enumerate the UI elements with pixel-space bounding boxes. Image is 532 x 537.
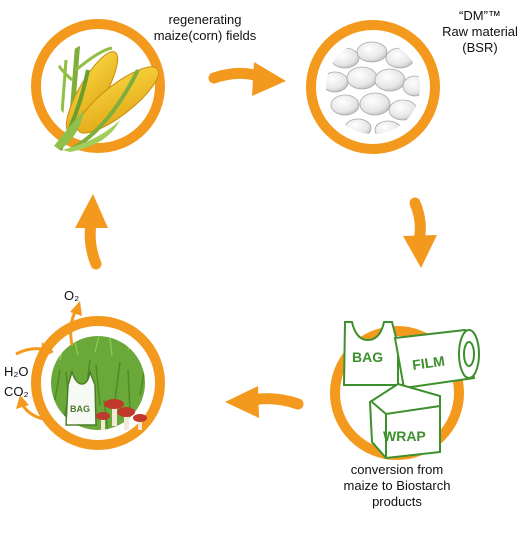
co2-arrow-icon	[16, 395, 51, 422]
products-caption-line-3: products	[372, 494, 422, 509]
film-label: FILM	[411, 353, 446, 373]
gas-arrows	[15, 301, 82, 422]
co2-label: CO₂	[4, 384, 29, 399]
wrap-icon: WRAP	[368, 382, 441, 460]
compost-bag-icon: BAG	[65, 369, 97, 426]
fields-caption: regenerating maize(corn) fields	[130, 12, 280, 44]
compost-stage: BAG	[31, 316, 165, 450]
raw-material-caption-line-1: “DM”™	[459, 8, 501, 23]
corn-stage	[31, 19, 165, 153]
film-icon: FILM	[393, 328, 480, 390]
corn-cobs-icon	[54, 51, 159, 152]
raw-material-caption: “DM”™ Raw material (BSR)	[430, 8, 530, 56]
wrap-label: WRAP	[383, 428, 426, 444]
bag-label: BAG	[352, 349, 383, 365]
raw-material-caption-line-3: (BSR)	[462, 40, 498, 55]
raw-material-caption-line-2: Raw material	[442, 24, 518, 39]
products-caption-line-2: maize to Biostarch	[343, 478, 451, 493]
cycle-arrows	[75, 62, 437, 418]
compost-bag-label: BAG	[70, 404, 90, 414]
h2o-label: H₂O	[4, 364, 29, 379]
arrow-up-icon	[75, 194, 108, 270]
products-caption: conversion from maize to Biostarch produ…	[322, 462, 472, 510]
corn-ring	[31, 19, 165, 153]
compost-ring	[31, 316, 165, 450]
pellet-stage	[306, 20, 440, 154]
bag-icon: BAG	[342, 321, 399, 386]
o2-arrow-icon	[69, 301, 82, 346]
pellet-ring	[306, 20, 440, 154]
arrow-down-icon	[403, 197, 437, 268]
fields-caption-line-2: maize(corn) fields	[153, 28, 257, 43]
products-caption-line-1: conversion from	[350, 462, 444, 477]
arrow-left-icon	[225, 386, 304, 418]
products-stage: BAG FILM WRAP	[330, 321, 480, 460]
mushrooms-icon	[96, 399, 147, 430]
arrow-right-icon	[208, 62, 286, 96]
h2o-arrow-icon	[15, 342, 54, 358]
o2-label: O₂	[64, 288, 80, 303]
fields-caption-line-1: regenerating	[168, 12, 242, 27]
